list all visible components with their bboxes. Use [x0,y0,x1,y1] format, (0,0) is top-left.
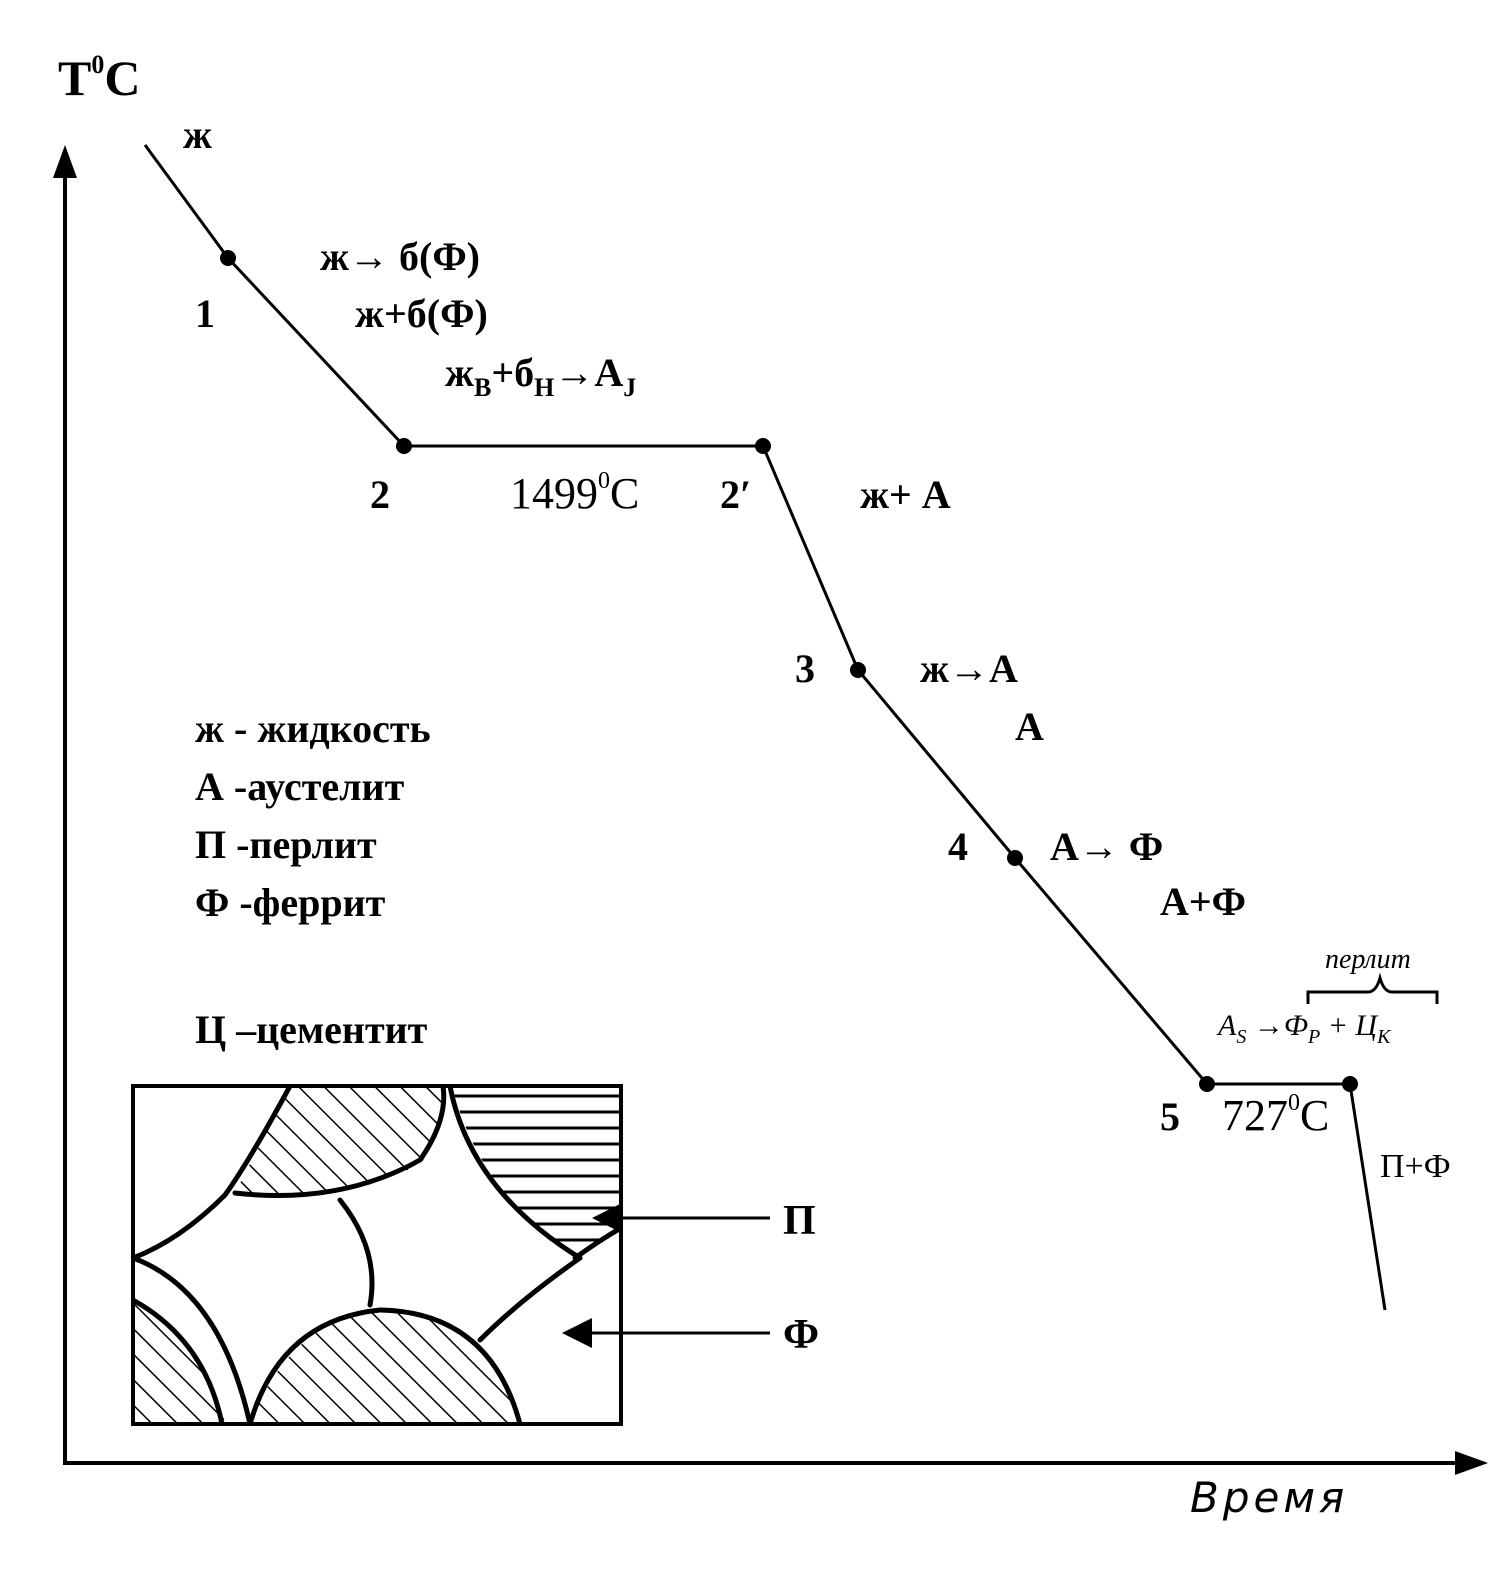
pearlite-grain-bottom [250,1310,520,1424]
microstructure-inset [131,1084,623,1426]
transform-3-label: ж→А [920,646,1018,691]
cooling-curve-tail [1348,1083,1387,1311]
point-2-marker [396,438,412,454]
legend-item-liquid: ж - жидкость [195,706,431,751]
legend-item-austenite: А -аустелит [195,764,405,809]
pearlite-brace-icon [1306,972,1439,1004]
legend-item-cementite: Ц –цементит [195,1007,428,1052]
legend-item-ferrite: Ф -феррит [195,880,386,925]
point-2-label: 2 [370,472,390,517]
point-4-label: 4 [948,824,968,869]
cooling-curve [143,144,1350,1086]
point-3-marker [850,662,866,678]
inset-ferrite-label: Ф [783,1312,819,1358]
curve-points [220,250,1358,1092]
boundary-left-arc [133,1255,253,1424]
eutectoid-reaction-label: AS →ФP + ЦK [1216,1009,1392,1048]
region-1-label: ж+б(Ф) [355,291,488,336]
point-1-marker [220,250,236,266]
boundary-bottom-arc [247,1307,523,1424]
point-2prime-label: 2′ [720,472,751,517]
boundary-right-lower [477,1255,583,1343]
boundary-top-left [133,1086,293,1261]
point-3-label: 3 [795,646,815,691]
pearlite-brace-label: перлит [1325,944,1411,975]
transform-4-label: А→ Ф [1050,824,1163,869]
boundary-bottom-left-arc [133,1297,225,1424]
boundary-center [337,1197,375,1308]
legend: ж - жидкость А -аустелит П -перлит Ф -фе… [195,706,431,1052]
peritectic-reaction-label: жВ+бН→AJ [445,350,636,402]
pearlite-grain-top [235,1086,445,1195]
inset-frame [131,1084,623,1426]
inset-pearlite-label: П [783,1198,816,1244]
final-region-label: П+Ф [1380,1148,1451,1185]
peritectic-temperature: 14990C [510,468,639,518]
liquid-label: ж [183,112,212,157]
region-4-label: А+Ф [1160,879,1246,924]
pearlite-grain-top-right [452,1086,621,1255]
region-3-label: А [1015,704,1044,749]
point-4-marker [1007,850,1023,866]
point-2prime-marker [755,438,771,454]
boundary-top-right [447,1086,583,1261]
point-1-label: 1 [195,291,215,336]
axes [53,145,1488,1475]
x-axis-label: Время [1190,1473,1348,1522]
point-5-marker [1199,1076,1215,1092]
y-axis-label: T0C [58,50,140,106]
eutectoid-temperature: 7270C [1222,1090,1329,1140]
point-5-label: 5 [1160,1094,1180,1139]
transform-1-label: ж→ б(Ф) [320,234,480,279]
legend-item-pearlite: П -перлит [195,822,377,867]
pearlite-grain-bottom-left [133,1300,225,1424]
point-5-end-marker [1342,1076,1358,1092]
y-axis-arrow-icon [53,145,77,178]
x-axis-arrow-icon [1455,1451,1488,1475]
region-2-label: ж+ А [860,472,951,517]
boundary-top-arc [232,1086,447,1199]
